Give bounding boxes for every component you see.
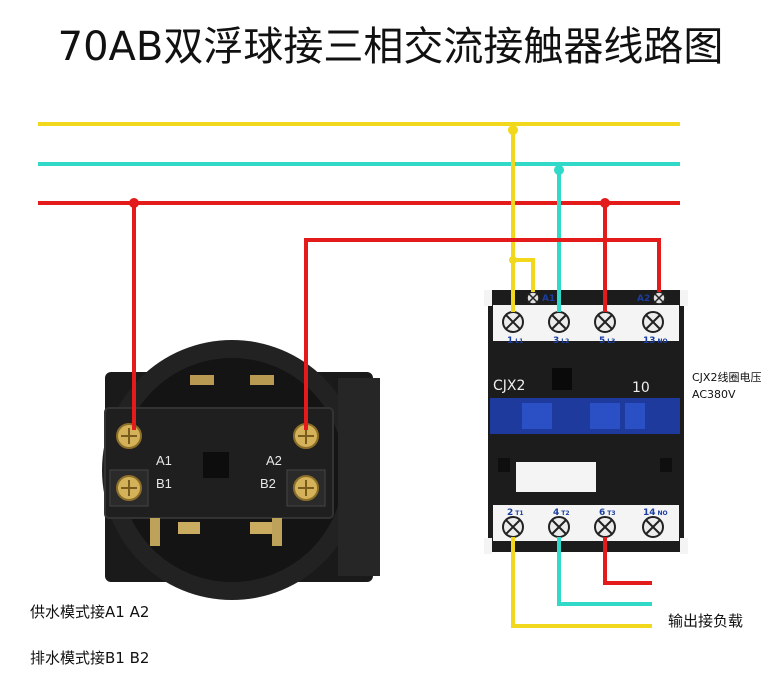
coil-label-a2: A2 bbox=[637, 294, 650, 304]
contactor-rating: 10 bbox=[632, 380, 650, 396]
switch-top-pin bbox=[190, 375, 214, 385]
coil-screw-a2 bbox=[652, 291, 666, 305]
switch-label-a1: A1 bbox=[156, 453, 172, 468]
switch-pin bbox=[150, 518, 160, 546]
float-switch: A1 A2 B1 B2 bbox=[102, 340, 380, 600]
contactor-blue-band bbox=[490, 398, 680, 434]
junction-dot-red bbox=[600, 198, 610, 208]
terminal-screw-2 bbox=[502, 516, 524, 538]
junction-dot-cyan bbox=[554, 165, 564, 175]
terminal-screw-5 bbox=[594, 311, 616, 333]
switch-pin bbox=[272, 518, 282, 546]
screw-a2 bbox=[293, 423, 319, 449]
switch-center-slot bbox=[203, 452, 229, 478]
contactor-model: CJX2 bbox=[493, 378, 525, 394]
terminal-screw-4 bbox=[548, 516, 570, 538]
coil-voltage-note-line1: CJX2线圈电压 bbox=[692, 370, 761, 384]
contactor-nameplate bbox=[516, 462, 596, 492]
terminal-screw-13 bbox=[642, 311, 664, 333]
switch-label-b1: B1 bbox=[156, 476, 172, 491]
terminal-screw-14 bbox=[642, 516, 664, 538]
output-note: 输出接负载 bbox=[668, 612, 743, 630]
wire-output-t1 bbox=[511, 537, 652, 628]
drain-mode-note: 排水模式接B1 B2 bbox=[30, 649, 149, 667]
terminal-screw-1 bbox=[502, 311, 524, 333]
switch-top-pin bbox=[250, 375, 274, 385]
screw-b2 bbox=[286, 469, 326, 507]
coil-screw-a1 bbox=[526, 291, 540, 305]
coil-voltage-note-line2: AC380V bbox=[692, 388, 736, 401]
page-title: 70AB双浮球接三相交流接触器线路图 bbox=[57, 24, 724, 70]
switch-label-b2: B2 bbox=[260, 476, 276, 491]
switch-pin bbox=[178, 522, 200, 534]
junction-dot-yellow bbox=[508, 125, 518, 135]
coil-label-a1: A1 bbox=[542, 294, 555, 304]
wire-output-t3 bbox=[603, 537, 652, 585]
screw-b1 bbox=[109, 469, 149, 507]
switch-label-a2: A2 bbox=[266, 453, 282, 468]
supply-mode-note: 供水模式接A1 A2 bbox=[30, 603, 149, 621]
terminal-screw-3 bbox=[548, 311, 570, 333]
wire-yellow-to-coil-a1 bbox=[513, 258, 535, 292]
wires bbox=[38, 122, 680, 628]
screw-a1 bbox=[116, 423, 142, 449]
wire-output-t2 bbox=[557, 537, 652, 606]
wire-switch-a2-to-coil-a2 bbox=[304, 238, 661, 430]
switch-side-flange bbox=[338, 378, 380, 576]
switch-pin bbox=[250, 522, 272, 534]
terminal-screw-6 bbox=[594, 516, 616, 538]
junction-dot-red-switch bbox=[129, 198, 139, 208]
contactor: CJX2 10 A1 A2 bbox=[484, 290, 688, 554]
junction-dot-yellow-coil bbox=[509, 256, 517, 264]
